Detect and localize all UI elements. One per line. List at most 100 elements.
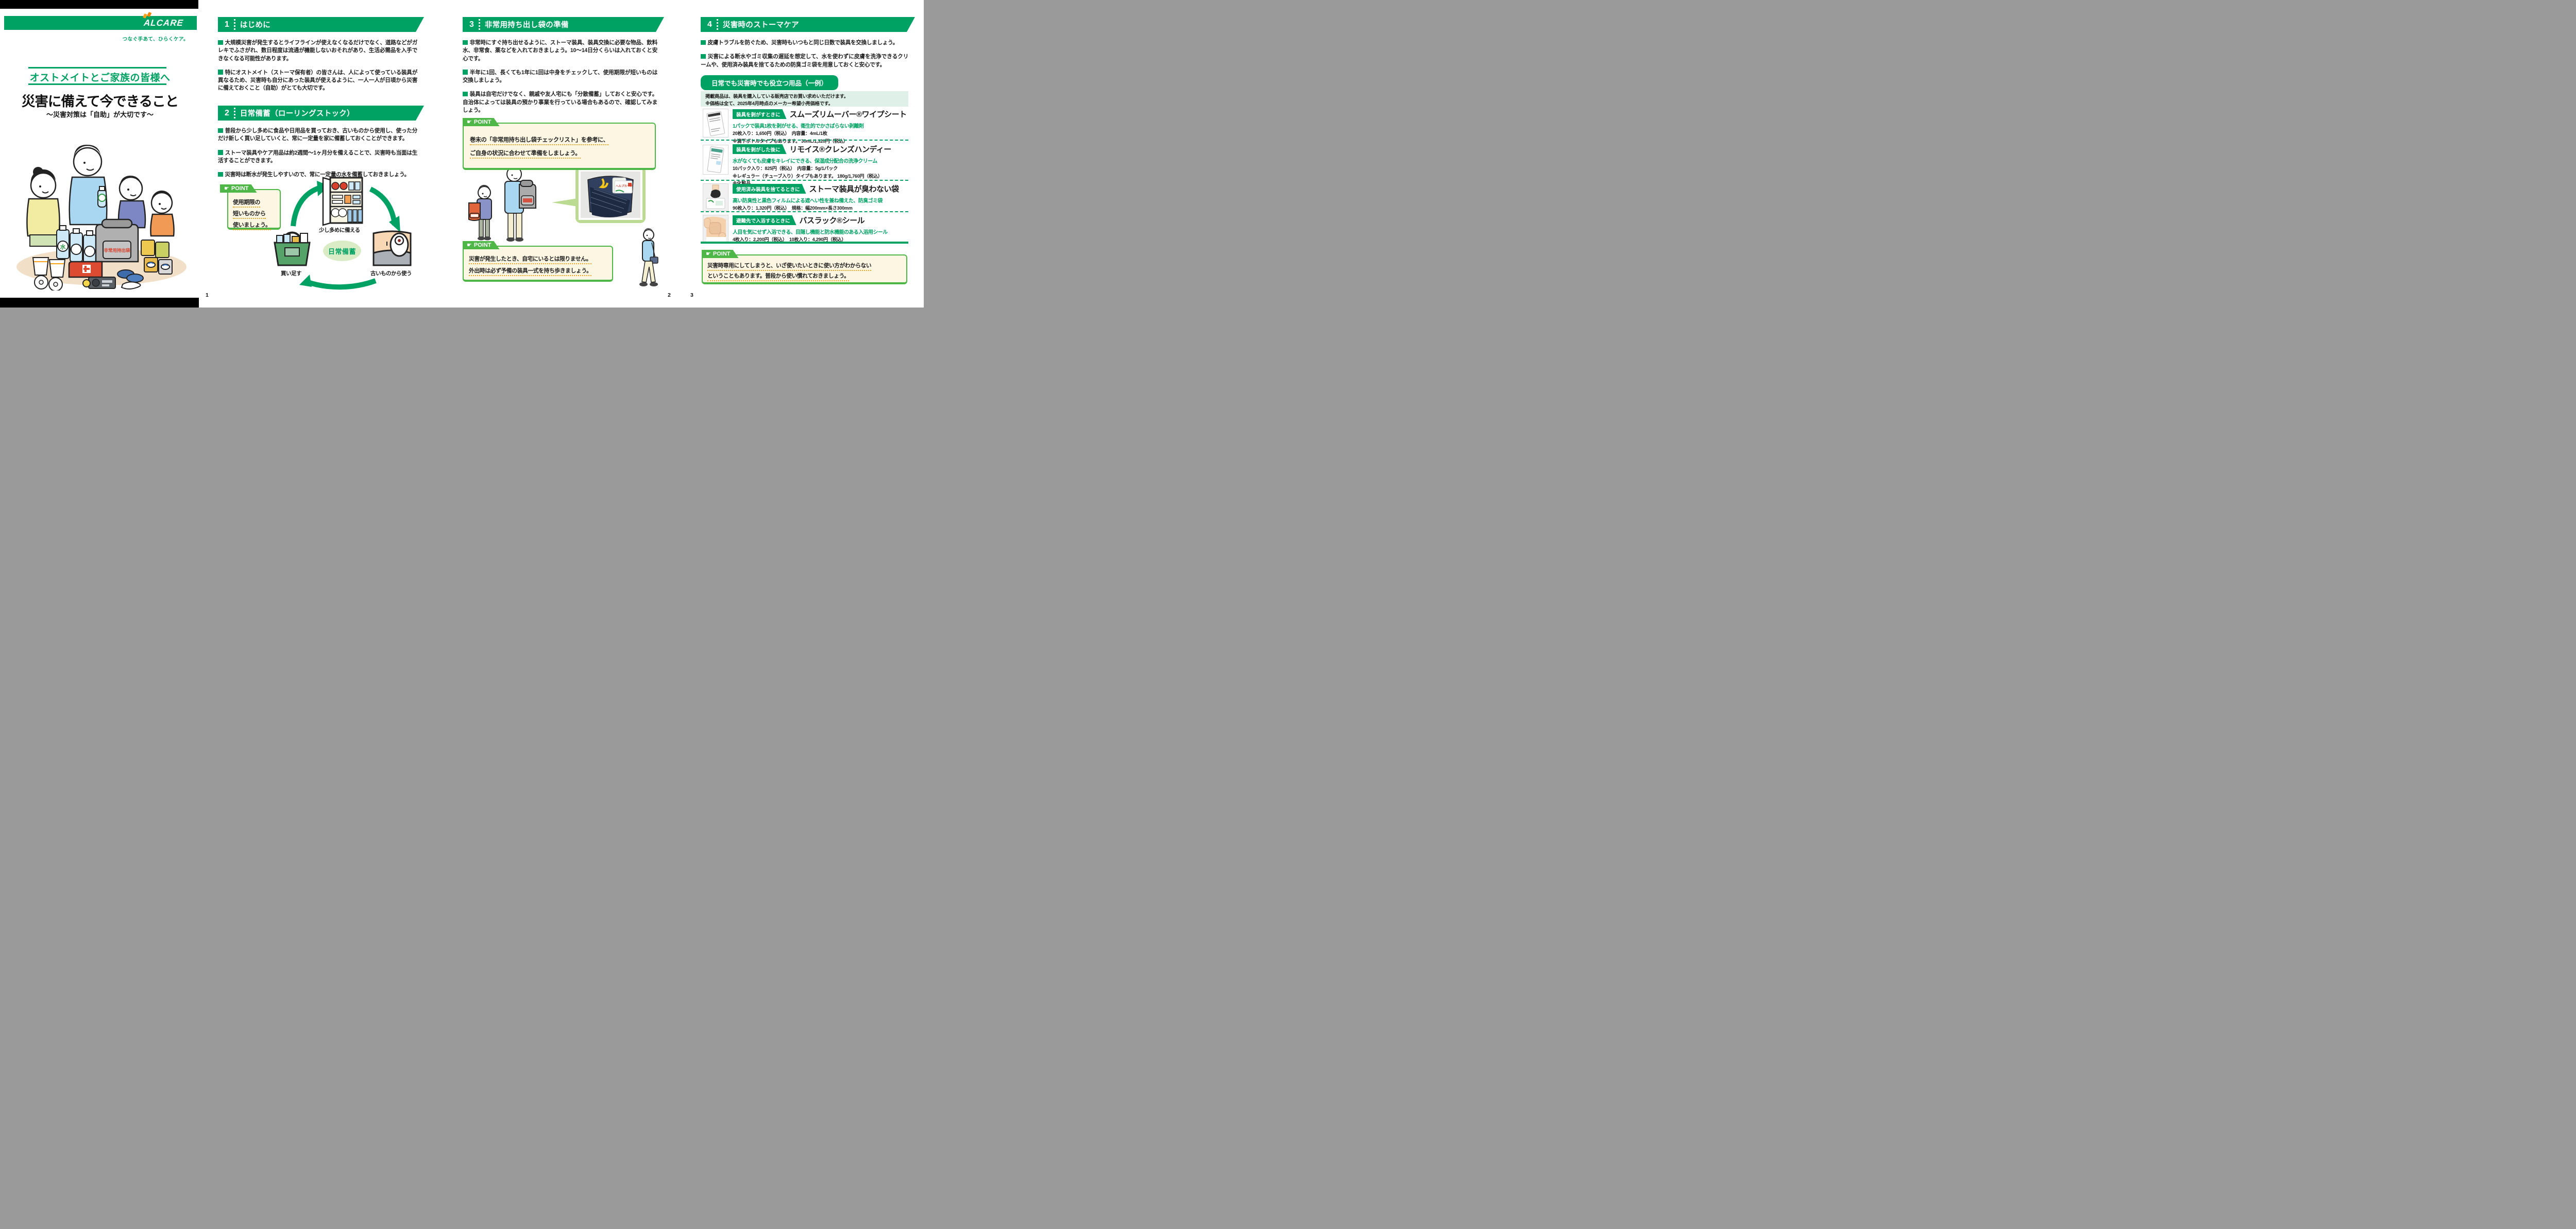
product-row: 使用済み装具を捨てるときに ストーマ装具が臭わない袋 高い防臭性と黒色フィルムに… <box>701 183 908 212</box>
point-box-carry: 災害が発生したとき、自宅にいるとは限りません。 外出時は必ず予備の装具一式を持ち… <box>463 246 613 282</box>
audience-rule-bottom <box>28 83 166 85</box>
product-name: リモイス®クレンズハンディー <box>789 145 892 154</box>
section-number: 2 <box>225 108 229 117</box>
product-detail: ※化粧品 <box>733 181 751 186</box>
section-separator <box>717 19 718 30</box>
point-line: 短いものから <box>233 211 266 219</box>
paragraph-text: 半年に1回、長くても1年に1回は中身をチェックして、使用期限が短いものは交換しま… <box>463 69 657 83</box>
paragraph-text: 非常時にすぐ持ち出せるように、ストーマ装具、装具交換に必要な物品、飲料水、非常食… <box>463 40 657 62</box>
cover-subtitle: 〜災害対策は「自助」が大切です〜 <box>46 111 154 118</box>
cycle-center-label: 日常備蓄 <box>328 247 356 255</box>
paragraph-text: 特にオストメイト（ストーマ保有者）の皆さんは、人によって使っている装具が異なるた… <box>218 69 417 92</box>
section-2-body: 普段から少し多めに食品や日用品を買っておき、古いものから使用し、使った分だけ新し… <box>218 127 417 185</box>
backpack-figures-illustration <box>468 166 536 242</box>
intro-line: 掲載商品は、装具を購入している販売店でお買い求めいただけます。 <box>705 94 849 99</box>
product-detail: 10パック入り：825円（税込） 内容量：5g/1パック <box>733 166 838 171</box>
family-illustration: 水 非常用持出袋 <box>16 144 187 291</box>
square-bullet-icon <box>701 40 706 45</box>
pointing-hand-icon: ☛ <box>467 242 472 248</box>
audience-heading: オストメイトとご家族の皆様へ <box>29 73 171 83</box>
point-badge: ☛ POINT <box>463 118 500 126</box>
bleed-bar-bottom <box>0 298 199 308</box>
paragraph: 特にオストメイト（ストーマ保有者）の皆さんは、人によって使っている装具が異なるた… <box>218 69 417 93</box>
bag-photo-bubble: ヘルプカード <box>552 166 646 223</box>
section-separator <box>234 108 235 118</box>
logo-accent-icon <box>147 11 152 17</box>
product-desc: 水がなくても皮膚をキレイにできる、保湿成分配合の洗浄クリーム <box>733 159 877 164</box>
product-detail: 20枚入り：1,650円（税込） 内容量：4mL/1枚 <box>733 131 827 136</box>
square-bullet-icon <box>218 40 223 45</box>
svg-text:非常用持出袋: 非常用持出袋 <box>104 248 130 253</box>
bleed-bar-top <box>0 0 198 9</box>
paragraph: 半年に1回、長くても1年に1回は中身をチェックして、使用期限が短いものは交換しま… <box>463 69 657 85</box>
paragraph: 非常時にすぐ持ち出せるように、ストーマ装具、装具交換に必要な物品、飲料水、非常食… <box>463 39 657 63</box>
square-bullet-icon <box>463 70 468 75</box>
square-bullet-icon <box>218 128 223 133</box>
section-title: 日常備蓄（ローリングストック） <box>240 110 354 118</box>
point-label: POINT <box>713 251 731 257</box>
product-use-tag: 装具を剥がした後に <box>733 144 787 154</box>
product-desc: 1パックで装具1枚を剥がせる、衛生的でかさばらない剥離剤 <box>733 124 864 129</box>
paragraph: 大規模災害が発生するとライフラインが使えなくなるだけでなく、道路などがガレキでふ… <box>218 39 417 63</box>
point-label: POINT <box>231 185 249 192</box>
cycle-label-buy: 買い足す <box>281 270 302 277</box>
section-3-header: 3 非常用持ち出し袋の準備 <box>463 17 664 32</box>
page-2: 3 非常用持ち出し袋の準備 非常時にすぐ持ち出せるように、ストーマ装具、装具交換… <box>463 0 657 308</box>
product-divider <box>701 180 908 181</box>
product-use-tag: 使用済み装具を捨てるときに <box>733 184 806 194</box>
point-badge: ☛ POINT <box>220 184 257 193</box>
square-bullet-icon <box>218 150 223 155</box>
section-separator <box>479 19 480 30</box>
product-name: スムーズリムーバー®ワイプシート <box>789 110 907 119</box>
page-number-3: 3 <box>690 292 693 298</box>
paragraph-text: 大規模災害が発生するとライフラインが使えなくなるだけでなく、道路などがガレキでふ… <box>218 40 417 62</box>
point-line: 災害が発生したとき、自宅にいるとは限りません。 <box>469 256 591 264</box>
product-divider <box>701 211 908 212</box>
section-1-body: 大規模災害が発生するとライフラインが使えなくなるだけでなく、道路などがガレキでふ… <box>218 39 417 99</box>
cycle-label-use: 古いものから使う <box>370 270 412 277</box>
point-box-checklist: 巻末の「非常用持ち出し袋チェックリスト」を参考に、 ご自身の状況に合わせて準備を… <box>463 123 656 170</box>
paragraph: 災害による断水やゴミ収集の遅延を想定して、水を使わずに皮膚を洗浄できるクリームや… <box>701 53 908 69</box>
product-detail: 90枚入り：1,320円（税込） 規格：幅200mm×長さ300mm <box>733 206 853 211</box>
product-photo-odor-bag <box>703 183 728 211</box>
pointing-hand-icon: ☛ <box>706 250 711 257</box>
point-box-practice: 災害時専用にしてしまうと、いざ使いたいときに使い方がわからない ということもあり… <box>702 254 907 284</box>
paragraph-text: 装具は自宅だけでなく、親戚や友人宅にも「分散備蓄」しておくと安心です。自治体によ… <box>463 91 657 113</box>
pointing-hand-icon: ☛ <box>224 185 229 192</box>
product-use-tag: 装具を剥がすときに <box>733 109 787 119</box>
svg-text:水: 水 <box>60 243 66 250</box>
paragraph-text: 災害時は断水が発生しやすいので、常に一定量の水を備蓄しておきましょう。 <box>225 172 410 178</box>
point-line: 災害時専用にしてしまうと、いざ使いたいときに使い方がわからない <box>707 263 872 271</box>
product-use-tag: 避難先で入浴するときに <box>733 215 796 225</box>
paragraph-text: 普段から少し多めに食品や日用品を買っておき、古いものから使用し、使った分だけ新し… <box>218 128 417 142</box>
brand-tagline: つなぐ手あて、ひらくケア。 <box>122 37 189 42</box>
section-number: 1 <box>225 20 229 29</box>
point-badge: ☛ POINT <box>463 241 500 249</box>
paragraph-text: 皮膚トラブルを防ぐため、災害時もいつもと同じ日数で装具を交換しましょう。 <box>707 40 899 46</box>
intro-line: ※価格は全て、2025年4月時点のメーカー希望小売価格です。 <box>705 101 833 107</box>
page-number-1: 1 <box>206 292 209 298</box>
product-divider <box>701 140 908 141</box>
product-detail: 4枚入り：2,200円（税込） 10枚入り：4,290円（税込） <box>733 237 846 242</box>
page-3: 4 災害時のストーマケア 皮膚トラブルを防ぐため、災害時もいつもと同じ日数で装具… <box>701 0 908 308</box>
pointing-hand-icon: ☛ <box>467 118 472 125</box>
point-badge: ☛ POINT <box>702 250 739 258</box>
paragraph: 装具は自宅だけでなく、親戚や友人宅にも「分散備蓄」しておくと安心です。自治体によ… <box>463 91 657 114</box>
cover-title: 災害に備えて今できること <box>21 94 179 109</box>
cycle-center-badge: 日常備蓄 <box>323 241 361 261</box>
square-bullet-icon <box>218 70 223 75</box>
product-row: 装具を剥がすときに スムーズリムーバー®ワイプシート 1パックで装具1枚を剥がせ… <box>701 109 908 144</box>
point-line: 使用期限の <box>233 199 260 208</box>
section-title: はじめに <box>240 21 271 29</box>
product-row: 装具を剥がした後に リモイス®クレンズハンディー 水がなくても皮膚をキレイにでき… <box>701 144 908 187</box>
products-end-rule <box>701 242 908 244</box>
cycle-label-stock: 少し多めに備える <box>319 227 360 233</box>
point-line: 外出時は必ず予備の装具一式を持ち歩きましょう。 <box>469 268 592 277</box>
point-line: ということもあります。普段から使い慣れておきましょう。 <box>707 272 850 281</box>
bubble-tail <box>552 198 578 207</box>
brand-name: ALCARE <box>143 18 184 28</box>
section-2-header: 2 日常備蓄（ローリングストック） <box>218 106 424 121</box>
page-number-2: 2 <box>668 292 671 298</box>
paragraph: ストーマ装具やケア用品は約2週間〜1ヶ月分を備えることで、災害時も当面は生活する… <box>218 149 417 165</box>
cycle-graphics <box>274 177 412 290</box>
